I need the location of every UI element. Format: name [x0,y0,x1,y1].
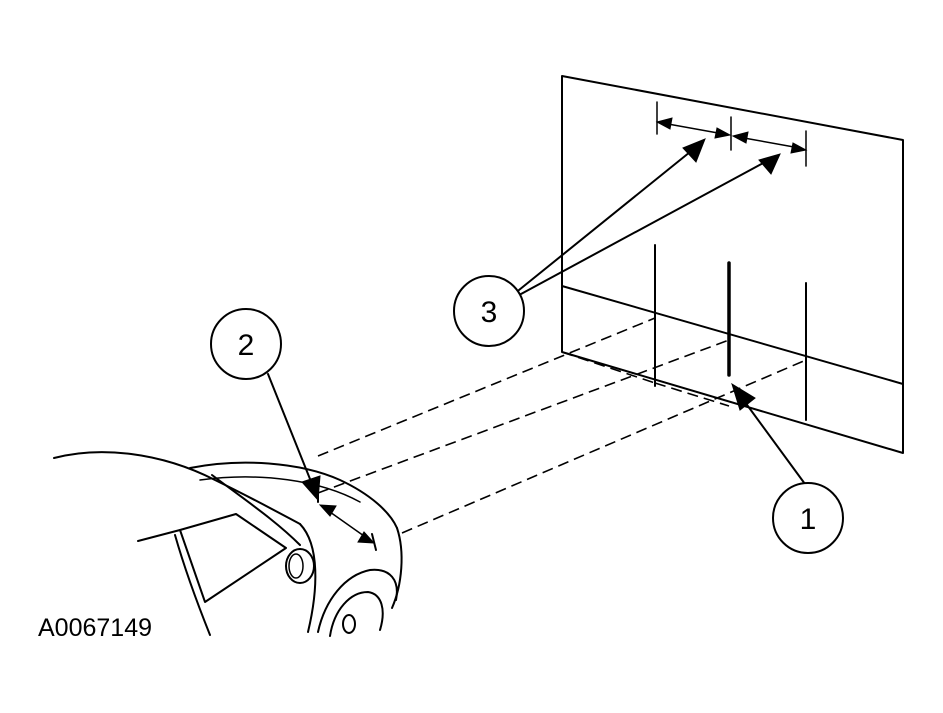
projection-line-bottom [401,359,807,534]
projection-line-top [317,317,656,457]
screen-outline [561,75,904,454]
body-side-line [174,534,211,636]
floor-dash-right [654,382,730,407]
callout-3-number: 3 [481,296,498,329]
wheel-hub [342,614,356,634]
callout-1: 1 [772,482,844,554]
dimension-arrow-right-span [731,131,808,154]
callout-2-arrowhead [301,475,321,502]
projection-line-middle [317,339,730,494]
callout-2: 2 [210,308,282,380]
side-mirror-inner [288,553,304,579]
vehicle-dimension-arrow [318,504,376,544]
side-window [179,513,287,603]
vehicle-center-tick [371,533,377,551]
side-mirror [285,548,315,584]
horizontal-reference-line [561,285,904,385]
front-fascia [391,527,403,609]
a-pillar [211,474,301,546]
hood-top-edge [189,461,398,529]
callout-3-arrowhead-upper [682,138,706,163]
callout-1-number: 1 [800,503,817,536]
figure-id-label: A0067149 [38,614,152,642]
callout-3: 3 [453,275,525,347]
aiming-screen [561,75,904,454]
hood-crease [199,476,361,503]
front-wheel [329,591,384,637]
door-line [137,529,181,542]
vehicle-roof-outline [53,451,301,525]
callout-1-arrowhead [731,382,756,411]
front-fender [299,523,317,633]
wheel-arch [317,568,398,633]
callout-3-arrowhead-lower [758,153,781,175]
vehicle-front [53,451,403,637]
dimension-arrow-left-span [655,117,732,139]
callout-leaders [267,138,806,502]
callout-2-number: 2 [238,329,255,362]
